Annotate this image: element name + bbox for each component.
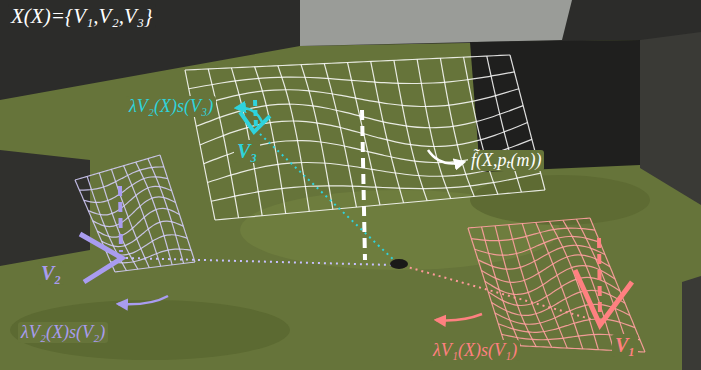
function-label: f̃(X,pₜ(m)) xyxy=(468,150,544,171)
mesh-surface-line xyxy=(115,262,195,272)
mesh-surface-line xyxy=(136,162,172,265)
mesh-surface-line xyxy=(590,218,645,352)
side-wall xyxy=(640,32,701,205)
pointer-arrow xyxy=(428,150,464,164)
pointer-arrow xyxy=(436,314,482,320)
mesh-surface-line xyxy=(189,72,515,89)
mesh-surface-line xyxy=(211,173,540,201)
mesh-surface-line xyxy=(75,155,160,180)
mesh-surface-line xyxy=(482,227,521,346)
mesh-surface-line xyxy=(492,290,625,315)
mesh-surface-line xyxy=(498,319,635,332)
mesh-surface-line xyxy=(278,66,309,212)
dotted-ray xyxy=(260,134,396,262)
mesh-surface-line xyxy=(93,197,176,227)
view-name: V₂ xyxy=(38,262,64,285)
mesh-surface-line xyxy=(97,208,179,237)
mesh-surface-line xyxy=(84,177,168,203)
camera-symbol xyxy=(240,112,270,132)
mesh-surface-line xyxy=(102,221,184,246)
left-wall xyxy=(0,150,90,266)
pointer-arrow xyxy=(118,296,168,304)
mesh-surface-line xyxy=(495,226,536,347)
mesh-surface-line xyxy=(185,55,510,70)
dashed-height-line xyxy=(120,186,121,252)
dotted-ray xyxy=(404,266,594,320)
camera-symbol xyxy=(575,270,632,325)
mesh-surface-line xyxy=(106,235,187,255)
view-name: V₁ xyxy=(612,334,638,357)
mesh-surface-line xyxy=(468,218,590,228)
weight-label: λV₁(X)s(V₁) xyxy=(430,340,520,361)
mesh-surface-line xyxy=(88,186,171,215)
grass-patch xyxy=(10,300,290,360)
set-formula: X(X)={V₁,V₂,V₃} xyxy=(8,4,156,28)
mesh-surface-line xyxy=(193,89,519,108)
mesh-surface-line xyxy=(394,60,427,200)
mesh-surface-line xyxy=(417,59,451,198)
mesh-surface-line xyxy=(481,255,610,282)
mesh-surface-line xyxy=(215,190,545,220)
weight-label: λV₂(X)s(V₃) xyxy=(126,96,216,117)
view-name: V₃ xyxy=(234,140,260,163)
dashed-height-line xyxy=(599,238,600,318)
roof xyxy=(300,0,572,46)
robot xyxy=(390,259,408,269)
weight-label: λV₂(X)s(V₂) xyxy=(18,322,108,343)
dotted-ray xyxy=(126,258,393,265)
mesh-surface-line xyxy=(196,104,523,128)
right-wall xyxy=(682,276,701,370)
dashed-height-line xyxy=(362,110,365,260)
pointer-arrow xyxy=(236,108,262,122)
mesh-surface-line xyxy=(471,228,595,241)
camera-symbol xyxy=(80,234,122,282)
